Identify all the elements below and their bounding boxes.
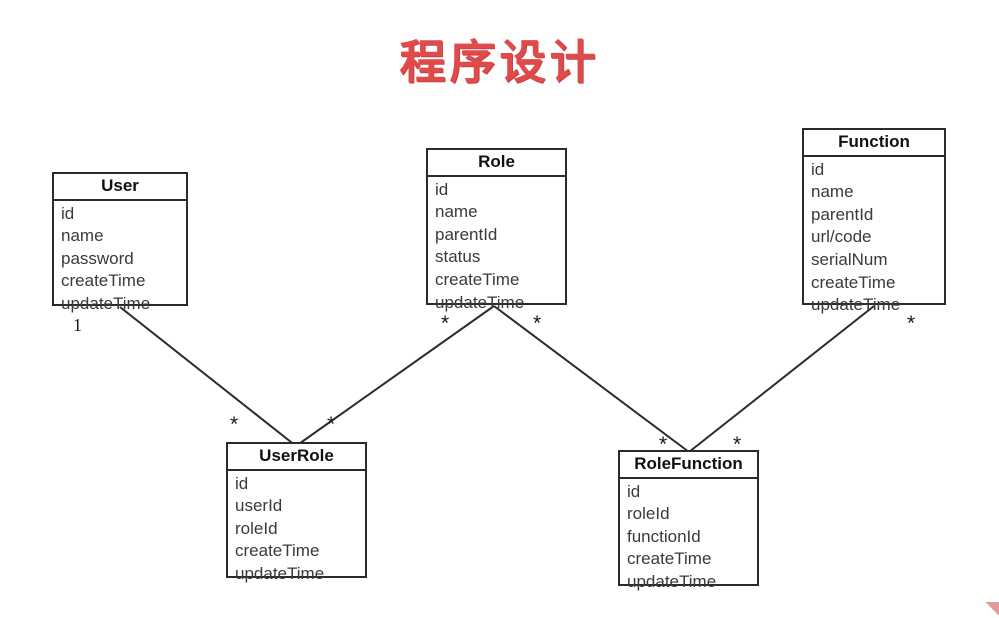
entity-field: updateTime	[811, 295, 901, 315]
entity-field: createTime	[811, 272, 896, 292]
entity-title-role: Role	[428, 150, 565, 177]
entity-title-user: User	[54, 174, 186, 201]
entity-field: id	[627, 481, 641, 501]
page-title: 程序设计	[399, 35, 600, 89]
connection-user-userrole	[119, 306, 297, 447]
connection-role-rolefunction	[493, 305, 690, 453]
entity-field: name	[811, 182, 854, 202]
entity-field: updateTime	[61, 293, 151, 313]
entity-field: roleId	[627, 504, 670, 524]
entity-field: userId	[235, 496, 283, 516]
entity-field: roleId	[235, 518, 278, 538]
entity-field: name	[61, 226, 104, 246]
cardinality-userrole-right-end: *	[327, 413, 336, 436]
entity-field: updateTime	[235, 563, 325, 583]
cardinality-user-end: 1	[73, 315, 82, 335]
cardinality-rolefunction-right-end: *	[733, 433, 742, 456]
entity-field: id	[811, 159, 825, 179]
entity-field: serialNum	[811, 249, 888, 269]
entity-field: parentId	[435, 224, 498, 244]
entity-field: createTime	[61, 271, 146, 291]
entity-title-function: Function	[804, 130, 944, 157]
cardinality-role-right-end: *	[533, 312, 542, 335]
entity-field: functionId	[627, 526, 701, 546]
entity-field: status	[435, 247, 481, 267]
entity-field: id	[435, 179, 449, 199]
cardinality-rolefunction-left-end: *	[659, 433, 668, 456]
corner-watermark	[985, 602, 999, 618]
entity-field: id	[61, 203, 75, 223]
entity-field: url/code	[811, 227, 872, 247]
cardinality-role-left-end: *	[441, 312, 450, 335]
entity-field: name	[435, 202, 478, 222]
entity-field: password	[61, 248, 134, 268]
cardinality-userrole-left-end: *	[230, 413, 239, 436]
entity-field: createTime	[235, 541, 320, 561]
connection-role-userrole	[295, 305, 495, 447]
entity-title-rolefunction: RoleFunction	[620, 452, 757, 479]
entity-field: parentId	[811, 204, 874, 224]
cardinality-function-end: *	[907, 312, 916, 335]
entity-field: createTime	[627, 549, 712, 569]
connection-function-rolefunction	[688, 305, 875, 453]
entity-field: id	[235, 473, 249, 493]
entity-title-userrole: UserRole	[228, 444, 365, 471]
entity-field: updateTime	[435, 292, 525, 312]
entity-field: updateTime	[627, 571, 717, 591]
entity-field: createTime	[435, 269, 520, 289]
